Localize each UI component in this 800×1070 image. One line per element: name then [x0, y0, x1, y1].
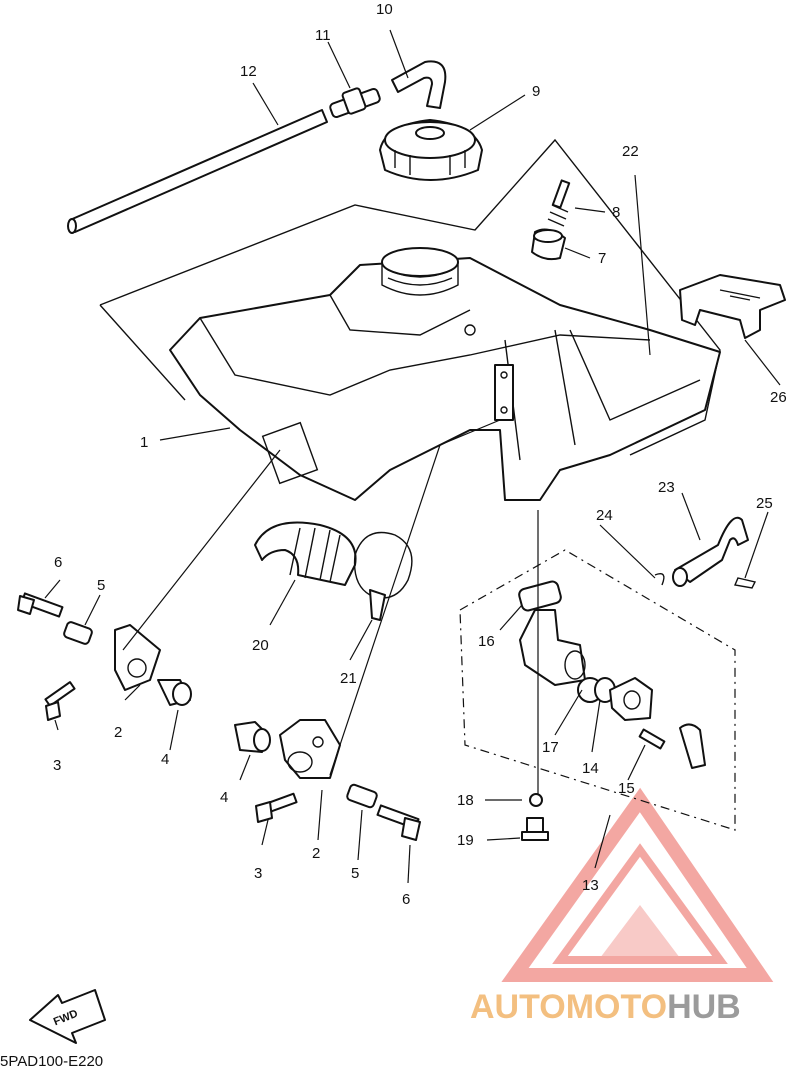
callout-17: 17: [542, 739, 559, 756]
callout-22: 22: [622, 143, 639, 160]
mount-bolt-top: [547, 179, 571, 227]
callout-3-left: 3: [53, 757, 61, 774]
bent-hose: [391, 60, 447, 109]
leader-lines: [44, 29, 781, 884]
callout-13: 13: [582, 877, 599, 894]
callout-19: 19: [457, 832, 474, 849]
fuel-cap: [379, 119, 483, 181]
watermark-text: AUTOMOTOHUB: [470, 988, 741, 1026]
callout-7: 7: [598, 250, 606, 267]
grommet: [531, 228, 566, 261]
check-valve: [329, 87, 381, 119]
callout-26: 26: [770, 389, 787, 406]
band-clamp: [353, 531, 413, 621]
callout-1: 1: [140, 434, 148, 451]
callout-20: 20: [252, 637, 269, 654]
callout-21: 21: [340, 670, 357, 687]
breather-hose: [67, 109, 328, 234]
callout-2-right: 2: [312, 845, 320, 862]
watermark-brand-red: AUTOMOTO: [470, 988, 667, 1026]
callout-6-left: 6: [54, 554, 62, 571]
fuel-tank: [169, 247, 721, 501]
diagram-code: 5PAD100-E220: [0, 1053, 103, 1070]
watermark-logo: [501, 787, 774, 982]
svg-text:AUTOMOTOHUB: AUTOMOTOHUB: [470, 988, 741, 1026]
callout-14: 14: [582, 760, 599, 777]
callout-4-left: 4: [161, 751, 169, 768]
fwd-arrow: FWD: [29, 989, 106, 1044]
callout-8: 8: [612, 204, 620, 221]
fuel-hose: [672, 516, 749, 587]
hose-clip-right: [734, 577, 757, 589]
callout-10: 10: [376, 1, 393, 18]
damper-rubber: [254, 521, 357, 586]
callout-4-right: 4: [220, 789, 228, 806]
left-mount-group: [17, 592, 192, 721]
fuel-cock-assembly: [459, 549, 736, 841]
callout-12: 12: [240, 63, 257, 80]
hose-clip-left: [654, 573, 665, 586]
callout-5-left: 5: [97, 577, 105, 594]
callout-11: 11: [315, 27, 331, 44]
frame-outline: [99, 138, 721, 456]
callout-5-right: 5: [351, 865, 359, 882]
callout-25: 25: [756, 495, 773, 512]
callout-3-right: 3: [254, 865, 262, 882]
callout-labels: 1 2 2 3 3 4 4 5 5 6 6 7 8 9 10 11 12 13 …: [53, 1, 787, 908]
callout-16: 16: [478, 633, 495, 650]
callout-23: 23: [658, 479, 675, 496]
callout-18: 18: [457, 792, 474, 809]
right-mount-group: [234, 719, 421, 841]
callout-24: 24: [596, 507, 613, 524]
tank-bracket: [679, 274, 786, 339]
callout-15: 15: [618, 780, 635, 797]
watermark-brand-gray: HUB: [667, 988, 741, 1026]
callout-9: 9: [532, 83, 540, 100]
callout-6-right: 6: [402, 891, 410, 908]
callout-2-left: 2: [114, 724, 122, 741]
